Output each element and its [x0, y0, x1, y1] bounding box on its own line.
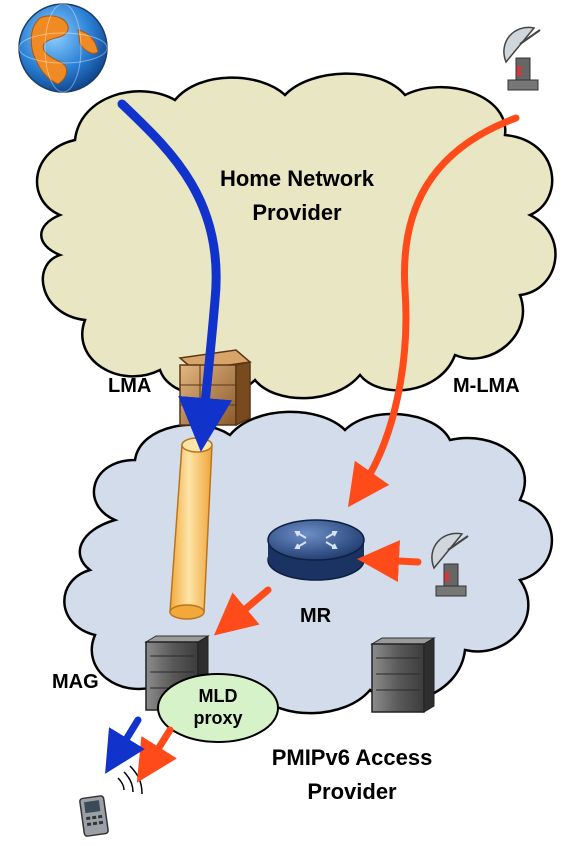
- satellite-dish-icon: [503, 26, 541, 91]
- home-network-label-line1: Home Network: [220, 166, 375, 191]
- lma-label: LMA: [108, 375, 151, 397]
- multicast-local-arrow: [357, 540, 422, 583]
- multicast-to-mag-arrow: [213, 586, 272, 636]
- wireless-signal-icon: [117, 765, 143, 795]
- unicast-downlink-arrow: [105, 716, 145, 774]
- router-icon: [267, 519, 365, 581]
- home-network-cloud: [35, 72, 557, 400]
- mr-label: MR: [300, 605, 332, 627]
- globe-icon: [18, 3, 108, 93]
- unicast-flow-arrow: [117, 99, 233, 452]
- mld-proxy-bubble: [157, 673, 279, 743]
- home-network-label-line2: Provider: [252, 200, 342, 225]
- multicast-flow-arrow: [347, 114, 520, 508]
- mld-proxy-label-line1: MLD: [199, 686, 238, 706]
- lma-server-box-icon: [178, 349, 252, 427]
- mag-label: MAG: [52, 671, 99, 693]
- multicast-downlink-arrow: [136, 726, 177, 783]
- satellite-dish-icon: [431, 532, 469, 597]
- m-lma-label: M-LMA: [453, 375, 520, 397]
- server-rack-icon: [370, 637, 436, 713]
- access-provider-label-line2: Provider: [307, 779, 397, 804]
- access-provider-label-line1: PMIPv6 Access: [272, 745, 433, 770]
- mld-proxy-label-line2: proxy: [193, 708, 242, 728]
- handheld-device-icon: [79, 795, 109, 837]
